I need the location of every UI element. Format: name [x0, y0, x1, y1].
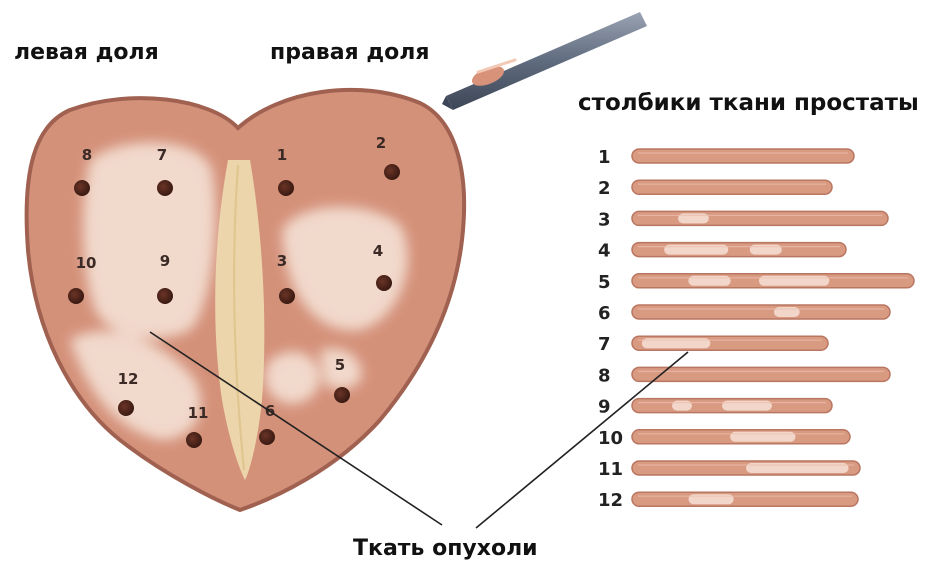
core-number: 7: [598, 334, 611, 355]
biopsy-site-number: 4: [373, 242, 383, 260]
core-number: 12: [598, 490, 623, 511]
tissue-core-12: 12: [598, 490, 858, 511]
core-number: 4: [598, 241, 611, 262]
core-number: 11: [598, 459, 623, 480]
tissue-core-10: 10: [598, 428, 850, 449]
tissue-core-7: 7: [598, 334, 828, 355]
core-number: 10: [598, 428, 623, 449]
biopsy-hole: [334, 387, 350, 403]
tissue-core-5: 5: [598, 272, 914, 293]
biopsy-hole: [157, 180, 173, 196]
core-bar: [632, 149, 854, 163]
biopsy-site-number: 5: [335, 356, 345, 374]
tissue-core-11: 11: [598, 459, 860, 480]
core-number: 1: [598, 147, 611, 168]
core-bar: [632, 492, 858, 506]
biopsy-hole: [74, 180, 90, 196]
biopsy-site-number: 8: [82, 146, 92, 164]
biopsy-hole: [157, 288, 173, 304]
core-number: 8: [598, 365, 611, 386]
tissue-core-6: 6: [598, 303, 890, 324]
tumor-region-left-upper: [83, 142, 216, 338]
core-bar: [632, 367, 890, 381]
core-number: 2: [598, 178, 611, 199]
biopsy-site-number: 7: [157, 146, 167, 164]
core-number: 9: [598, 397, 611, 418]
tissue-core-4: 4: [598, 241, 846, 262]
tissue-core-1: 1: [598, 147, 854, 168]
core-number: 3: [598, 209, 611, 230]
biopsy-site-number: 3: [277, 252, 287, 270]
core-bar: [632, 211, 888, 225]
needle-shaft: [446, 12, 647, 110]
biopsy-site-number: 11: [188, 404, 209, 422]
biopsy-site-number: 1: [277, 146, 287, 164]
biopsy-hole: [384, 164, 400, 180]
biopsy-hole: [376, 275, 392, 291]
biopsy-site-number: 10: [76, 254, 97, 272]
biopsy-needle: [442, 12, 647, 110]
biopsy-hole: [68, 288, 84, 304]
biopsy-hole: [279, 288, 295, 304]
biopsy-hole: [259, 429, 275, 445]
biopsy-site-number: 12: [118, 370, 139, 388]
tumor-region-right-lower: [265, 352, 320, 404]
core-bar: [632, 180, 832, 194]
biopsy-site-number: 9: [160, 252, 170, 270]
biopsy-hole: [118, 400, 134, 416]
tissue-core-2: 2: [598, 178, 832, 199]
core-number: 5: [598, 272, 611, 293]
core-bar: [632, 305, 890, 319]
biopsy-hole: [278, 180, 294, 196]
core-number: 6: [598, 303, 611, 324]
biopsy-site-number: 2: [376, 134, 386, 152]
biopsy-hole: [186, 432, 202, 448]
tissue-core-3: 3: [598, 209, 888, 230]
tissue-core-8: 8: [598, 365, 890, 386]
tissue-core-9: 9: [598, 397, 832, 418]
